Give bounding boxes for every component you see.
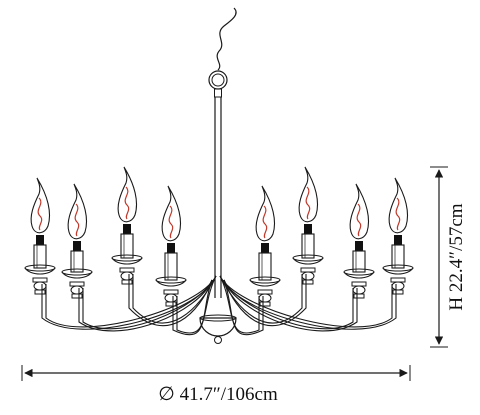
hanging-wire xyxy=(216,7,237,71)
flame-bulb xyxy=(117,166,138,223)
candle-8 xyxy=(382,177,414,295)
candle-7 xyxy=(343,183,375,299)
socket xyxy=(355,241,363,251)
arm-8 xyxy=(219,275,397,330)
candles-layer xyxy=(24,166,414,307)
socket xyxy=(36,235,44,245)
filament xyxy=(74,203,80,237)
candle-cup xyxy=(119,267,135,273)
candle-cup xyxy=(257,289,273,295)
candle-cup xyxy=(351,281,367,287)
flame-bulb xyxy=(67,183,88,240)
flame-bulb xyxy=(161,185,182,242)
height-dimension: H 22.4″/57cm xyxy=(430,166,467,348)
arm-6 xyxy=(219,274,307,327)
candle-1 xyxy=(24,177,56,295)
width-dimension: ∅ 41.7″/106cm xyxy=(21,365,411,405)
candle-cup xyxy=(390,277,406,283)
candle-cup xyxy=(300,267,316,273)
filament xyxy=(305,186,311,220)
filament xyxy=(395,197,401,231)
central-stem xyxy=(214,97,222,298)
arm-2 xyxy=(78,275,217,332)
candle-sleeve xyxy=(301,233,315,259)
flame-bulb xyxy=(349,183,370,240)
socket xyxy=(123,224,131,234)
candle-sleeve xyxy=(120,233,134,259)
filament xyxy=(37,197,43,231)
bottom-finial xyxy=(199,314,237,344)
candle-5 xyxy=(249,185,281,307)
arm-5 xyxy=(219,275,264,336)
candle-cup xyxy=(32,277,48,283)
candle-sleeve xyxy=(33,244,47,269)
filament xyxy=(356,203,362,237)
candle-6 xyxy=(292,166,324,285)
arm-4 xyxy=(172,275,217,336)
flame-bulb xyxy=(388,177,409,234)
flame-bulb xyxy=(255,185,276,242)
candle-2 xyxy=(61,183,93,299)
socket xyxy=(73,241,81,251)
socket xyxy=(167,243,175,253)
candle-sleeve xyxy=(70,250,84,273)
socket xyxy=(394,235,402,245)
arms-layer xyxy=(41,274,397,336)
ceiling-ring xyxy=(208,70,228,98)
flame-bulb xyxy=(30,177,51,234)
candle-4 xyxy=(155,185,187,307)
flame-bulb xyxy=(298,166,319,223)
candle-sleeve xyxy=(391,244,405,269)
arm-7 xyxy=(219,275,358,332)
candle-sleeve xyxy=(258,252,272,281)
filament xyxy=(168,205,174,239)
height-label: H 22.4″/57cm xyxy=(446,203,467,310)
socket xyxy=(261,243,269,253)
filament xyxy=(124,186,130,220)
candle-sleeve xyxy=(164,252,178,281)
candle-3 xyxy=(111,166,143,285)
candle-cup xyxy=(163,289,179,295)
candle-sleeve xyxy=(352,250,366,273)
filament xyxy=(262,205,268,239)
width-label: ∅ 41.7″/106cm xyxy=(158,384,278,405)
candle-cup xyxy=(69,281,85,287)
socket xyxy=(304,224,312,234)
